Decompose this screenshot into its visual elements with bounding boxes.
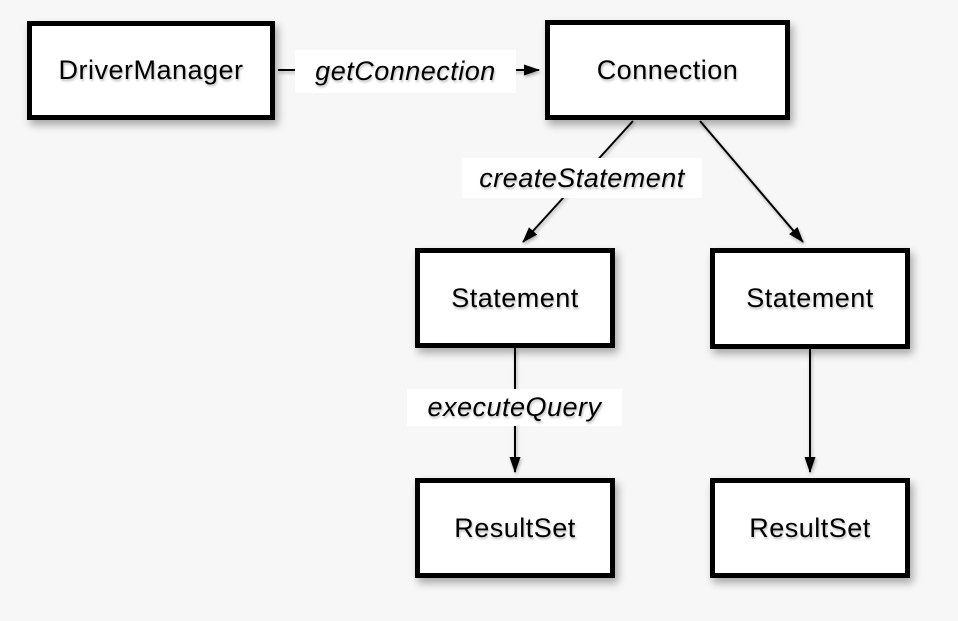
- node-statement-left: Statement: [415, 248, 615, 348]
- node-connection-label: Connection: [596, 54, 739, 85]
- node-resultset-left-label: ResultSet: [454, 512, 576, 543]
- node-statement-left-label: Statement: [451, 282, 579, 313]
- edge-connection-statement-right-line: [699, 120, 804, 243]
- edge-label-createstatement: createStatement: [462, 158, 702, 198]
- edge-label-getconnection: getConnection: [295, 50, 516, 93]
- node-driver-manager: DriverManager: [27, 21, 275, 120]
- node-resultset-right-label: ResultSet: [749, 512, 871, 543]
- node-connection: Connection: [545, 20, 790, 120]
- node-resultset-left: ResultSet: [415, 478, 615, 578]
- edge-label-executequery: executeQuery: [407, 389, 622, 426]
- node-statement-right-label: Statement: [746, 283, 874, 313]
- node-statement-right: Statement: [710, 248, 910, 349]
- node-driver-manager-label: DriverManager: [58, 55, 244, 85]
- node-resultset-right: ResultSet: [710, 478, 910, 578]
